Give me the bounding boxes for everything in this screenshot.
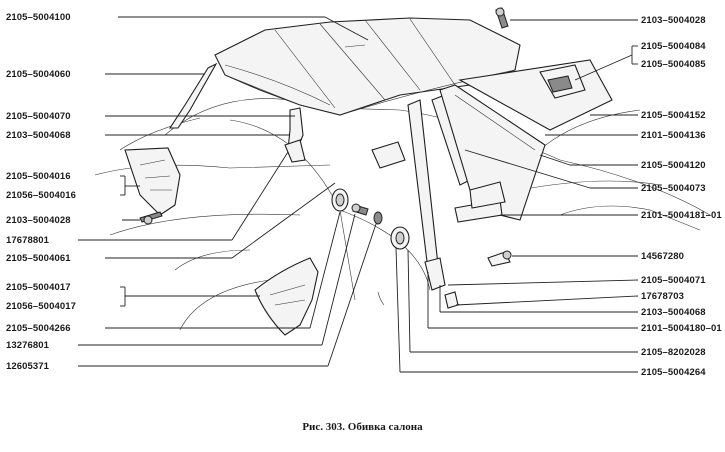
fasteners-center (331, 188, 410, 250)
part-label: 2101–5004181–01 (641, 210, 722, 221)
left-quarter-panel (124, 147, 181, 216)
part-label: 2105–5004061 (6, 253, 71, 264)
screw-left (139, 211, 163, 225)
part-label: 21056–5004016 (6, 190, 76, 201)
part-label: 2105–5004017 (6, 282, 71, 293)
part-label: 2101–5004180–01 (641, 323, 722, 334)
clip-rear (444, 250, 512, 309)
part-label: 2105–5004070 (6, 111, 71, 122)
part-label: 2103–5004028 (641, 15, 706, 26)
b-pillar-trim (284, 107, 306, 163)
part-label: 2105–5004085 (641, 59, 706, 70)
part-label: 2105–5004264 (641, 367, 706, 378)
part-label: 2105–5004073 (641, 183, 706, 194)
part-label: 17678801 (6, 235, 50, 246)
a-pillar-trim (168, 62, 218, 129)
part-label: 2101–5004136 (641, 130, 706, 141)
screw-top-right (495, 7, 509, 29)
part-label: 14567280 (641, 251, 685, 262)
part-label: 2103–5004028 (6, 215, 71, 226)
part-label: 2105–8202028 (641, 347, 706, 358)
figure-caption: Рис. 303. Обивка салона (302, 421, 423, 433)
lower-left-panel (254, 257, 319, 336)
part-label: 2105–5004266 (6, 323, 71, 334)
part-label: 2105–5004152 (641, 110, 706, 121)
right-pillar-trim (407, 94, 471, 291)
part-label: 2105–5004071 (641, 275, 706, 286)
part-label: 2105–5004100 (6, 12, 71, 23)
part-label: 2103–5004068 (6, 130, 71, 141)
part-label: 2105–5004060 (6, 69, 71, 80)
part-label: 2103–5004068 (641, 307, 706, 318)
car-body-outline (94, 98, 711, 331)
part-label: 13276801 (6, 340, 50, 351)
part-label: 17678703 (641, 291, 685, 302)
part-label: 2105–5004120 (641, 160, 706, 171)
part-label: 2105–5004016 (6, 171, 71, 182)
rear-shelf (458, 59, 613, 131)
part-label: 12605371 (6, 361, 50, 372)
part-label: 2105–5004084 (641, 41, 706, 52)
leader-lines (78, 16, 639, 373)
bracket-box (371, 141, 506, 223)
part-label: 21056–5004017 (6, 301, 76, 312)
